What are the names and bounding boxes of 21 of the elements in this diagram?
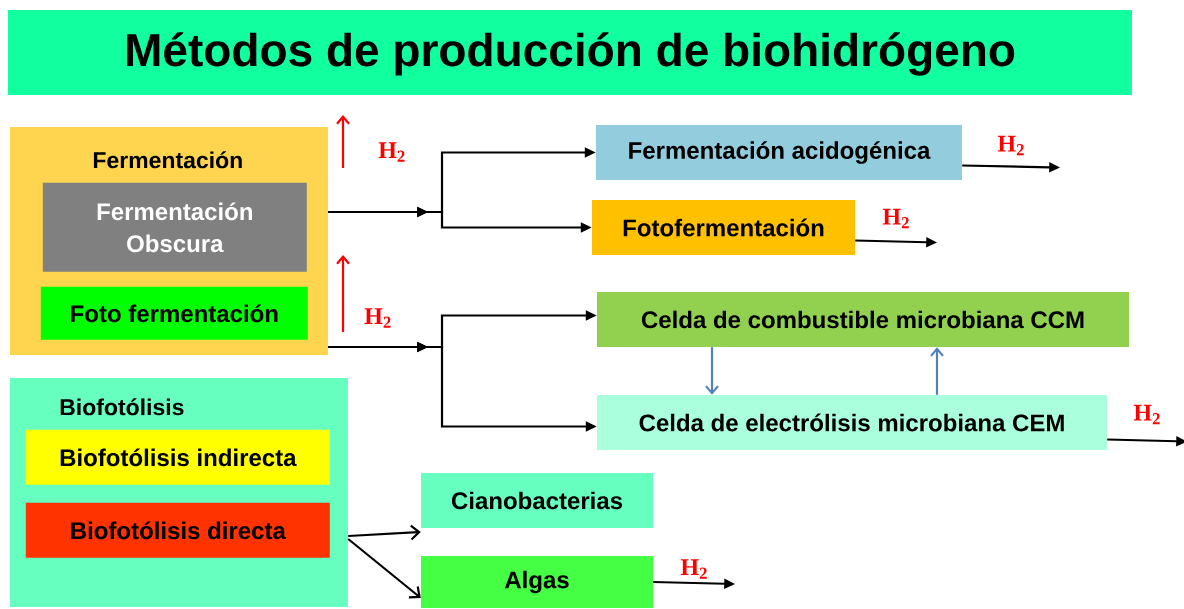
title-banner: Métodos de producción de biohidrógeno bbox=[8, 10, 1132, 95]
arrow bbox=[705, 347, 719, 395]
process-box: Foto fermentación bbox=[40, 286, 308, 340]
process-box: Celda de combustible microbiana CCM bbox=[597, 292, 1129, 347]
edge-label: H$_{2}$ bbox=[1133, 404, 1160, 425]
process-box: Cianobacterias bbox=[421, 473, 653, 528]
edge-label: H$_{2}$ bbox=[997, 135, 1024, 156]
edge-label: H$_{2}$ bbox=[680, 559, 707, 579]
gas-label: H$_{2}$ bbox=[364, 308, 391, 328]
process-box: Fotofermentación bbox=[592, 200, 855, 255]
gas-label: H$_{2}$ bbox=[378, 142, 405, 162]
edge-label: H$_{2}$ bbox=[882, 208, 909, 229]
arrow bbox=[347, 538, 421, 599]
process-box: Fermentación acidogénica bbox=[596, 125, 962, 180]
process-box: Celda de electrólisis microbiana CEM bbox=[597, 395, 1107, 450]
process-box: Biofotólisis indirecta bbox=[25, 429, 330, 485]
process-box: Algas bbox=[421, 556, 653, 608]
arrow bbox=[348, 524, 421, 541]
process-box: Biofotólisis directa bbox=[25, 502, 330, 558]
arrow bbox=[930, 347, 944, 395]
process-box: Fermentación Obscura bbox=[42, 182, 307, 272]
